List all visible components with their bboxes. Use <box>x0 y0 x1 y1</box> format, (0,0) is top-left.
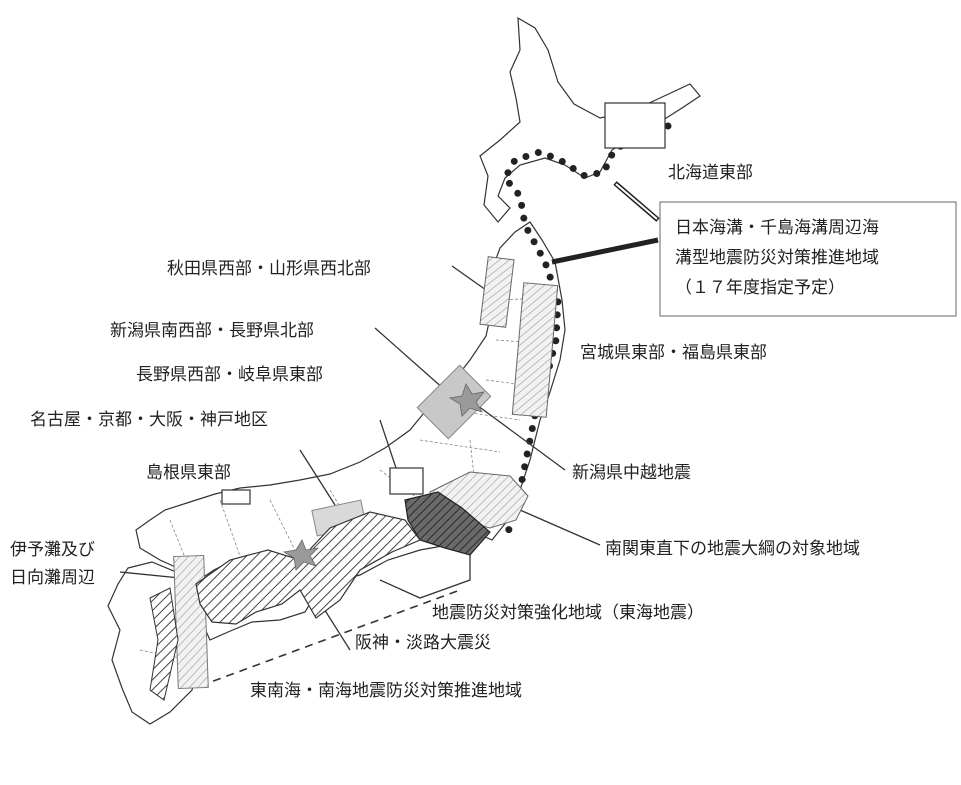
leader-tonankai-dashed <box>199 589 461 687</box>
label-hokkaido-east: 北海道東部 <box>668 163 753 183</box>
label-south-kanto: 南関東直下の地震大綱の対象地域 <box>605 539 860 559</box>
zone-shimane <box>221 489 251 505</box>
zone-akita-yamagata <box>479 256 515 328</box>
label-tonankai: 東南海・南海地震防災対策推進地域 <box>250 681 522 701</box>
chuetsu-epicenter-star <box>448 383 485 417</box>
region-kyushu-strip <box>149 587 179 701</box>
region-tokai-dark <box>404 491 491 556</box>
label-niigata-nagano: 新潟県南西部・長野県北部 <box>110 321 314 341</box>
label-tokai: 地震防災対策強化地域（東海地震） <box>432 603 704 623</box>
leader-akita <box>451 265 487 291</box>
label-hanshin: 阪神・淡路大震災 <box>355 633 491 653</box>
label-miyagi-fukushima: 宮城県東部・福島県東部 <box>580 343 767 363</box>
zone-niigata-nagano <box>416 364 492 440</box>
label-chuetsu: 新潟県中越地震 <box>572 463 691 483</box>
leader-hokkaido-inner <box>615 183 658 220</box>
leader-iyo <box>119 571 181 579</box>
hanshin-epicenter-star <box>282 539 320 571</box>
leader-south-kanto <box>519 509 601 546</box>
leader-tokai <box>379 553 471 599</box>
leader-chuetsu <box>469 399 566 471</box>
label-akita-yamagata: 秋田県西部・山形県西北部 <box>167 259 371 279</box>
label-japan-trench-1: 日本海溝・千島海溝周辺海 <box>675 218 879 238</box>
leader-japan-trench <box>551 237 659 265</box>
zone-nagano-gifu <box>389 467 424 495</box>
leader-nagoya <box>299 449 336 506</box>
label-japan-trench-3: （１７年度指定予定） <box>675 278 845 298</box>
label-shimane: 島根県東部 <box>146 463 231 483</box>
zone-hokkaido-east <box>604 102 666 149</box>
label-iyo-1: 伊予灘及び <box>10 540 95 560</box>
leader-niigata-nagano <box>374 327 446 391</box>
label-nagano-gifu: 長野県西部・岐阜県東部 <box>136 365 323 385</box>
zone-miyagi-fukushima <box>511 282 559 418</box>
label-nagoya-kyoto: 名古屋・京都・大阪・神戸地区 <box>30 410 268 430</box>
zone-iyo-hyuga <box>173 554 209 690</box>
japan-trench-label-box <box>659 201 957 317</box>
label-japan-trench-2: 溝型地震防災対策推進地域 <box>675 248 879 268</box>
hokkaido-outline <box>479 16 701 223</box>
label-iyo-2: 日向灘周辺 <box>10 568 95 588</box>
